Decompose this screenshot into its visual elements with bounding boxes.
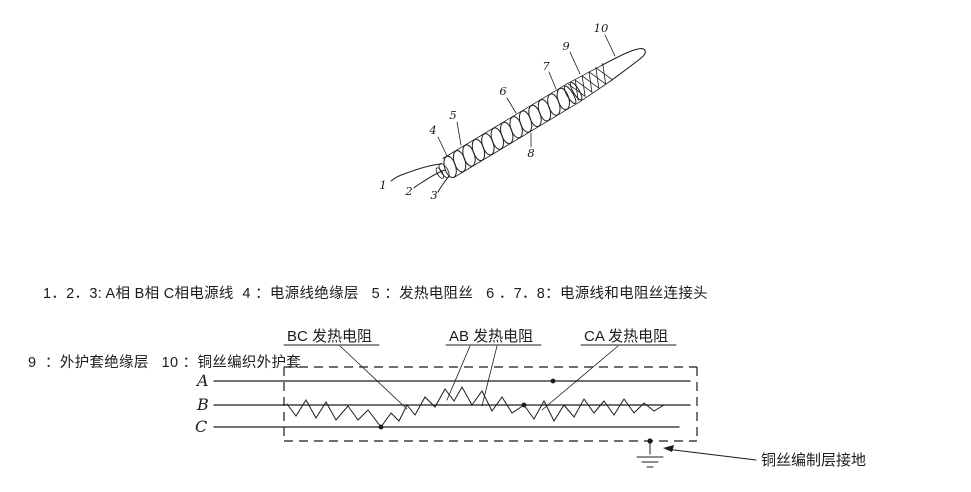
cable-edge-top: [442, 82, 569, 159]
part-number-8: 8: [527, 146, 534, 160]
wire-phase-b: [413, 169, 446, 189]
hatch-line: [602, 63, 607, 85]
cable-body: [435, 47, 646, 179]
wire-phase-c: [437, 175, 450, 193]
ground-label: 铜丝编制层接地: [761, 452, 866, 469]
resistor-zigzag: [286, 399, 382, 428]
part-number-6: 6: [499, 84, 506, 98]
resistor-zigzag: [603, 398, 665, 416]
part-number-3: 3: [430, 188, 437, 202]
part-number-10: 10: [594, 21, 609, 35]
figure-caption: 1．2．3: A相 B相 C相电源线 4 ：电源线绝缘层 5 ：发热电阻丝 6 …: [28, 237, 963, 421]
part-number-2: 2: [404, 184, 412, 198]
jacket-tip-outline: [601, 47, 646, 82]
label-bc-resistor: BC 发热电阻: [287, 328, 372, 345]
label-ca-resistor: CA 发热电阻: [584, 328, 668, 345]
ground-leader: [665, 448, 757, 461]
leader-10: [604, 34, 616, 57]
phase-label-c: C: [195, 417, 207, 436]
ground-arrowhead-icon: [663, 445, 674, 452]
leader-ab-2: [481, 345, 498, 407]
leader-7: [548, 71, 557, 90]
phase-label-b: B: [196, 395, 209, 414]
junction-dot-a: [550, 378, 556, 384]
leader-5: [456, 121, 462, 146]
part-number-7: 7: [542, 59, 550, 73]
junction-dot-b: [521, 402, 527, 408]
leader-9: [569, 51, 581, 75]
connector-ring: [569, 81, 583, 101]
cable-diagram: 1 2 3 4 5 6 7 8 9 10: [379, 21, 646, 202]
part-number-4: 4: [428, 123, 436, 137]
junction-dot-c: [378, 424, 384, 430]
schematic-diagram: BC 发热电阻 AB 发热电阻 CA 发热电阻 A B C: [195, 328, 866, 469]
resistor-zigzag-ca: [523, 398, 605, 423]
label-ab-resistor: AB 发热电阻: [449, 328, 533, 345]
connector-ring: [563, 85, 577, 105]
resistor-zigzag-ab: [444, 385, 525, 414]
core-end: [435, 167, 445, 179]
wire-phase-a: [390, 163, 442, 182]
caption-line-1: 1．2．3: A相 B相 C相电源线 4 ：电源线绝缘层 5 ：发热电阻丝 6 …: [43, 286, 708, 302]
hatch-line: [588, 71, 593, 93]
leader-4: [437, 136, 448, 157]
part-number-1: 1: [379, 178, 386, 192]
leader-ab: [446, 345, 471, 401]
sheath-edge-bottom: [578, 80, 612, 103]
phase-label-a: A: [195, 371, 209, 390]
leader-bc: [339, 345, 408, 410]
part-number-5: 5: [449, 108, 456, 122]
part-number-9: 9: [562, 39, 569, 53]
caption-line-2: 9 ：外护套绝缘层 10 ：铜丝编织外护套: [28, 355, 302, 371]
leader-6: [506, 97, 517, 114]
hatch-line: [574, 79, 579, 101]
hatch-line: [595, 67, 600, 89]
leader-ca: [541, 345, 619, 411]
hatch-line: [581, 75, 586, 97]
resistor-zigzag-bc: [380, 388, 446, 428]
